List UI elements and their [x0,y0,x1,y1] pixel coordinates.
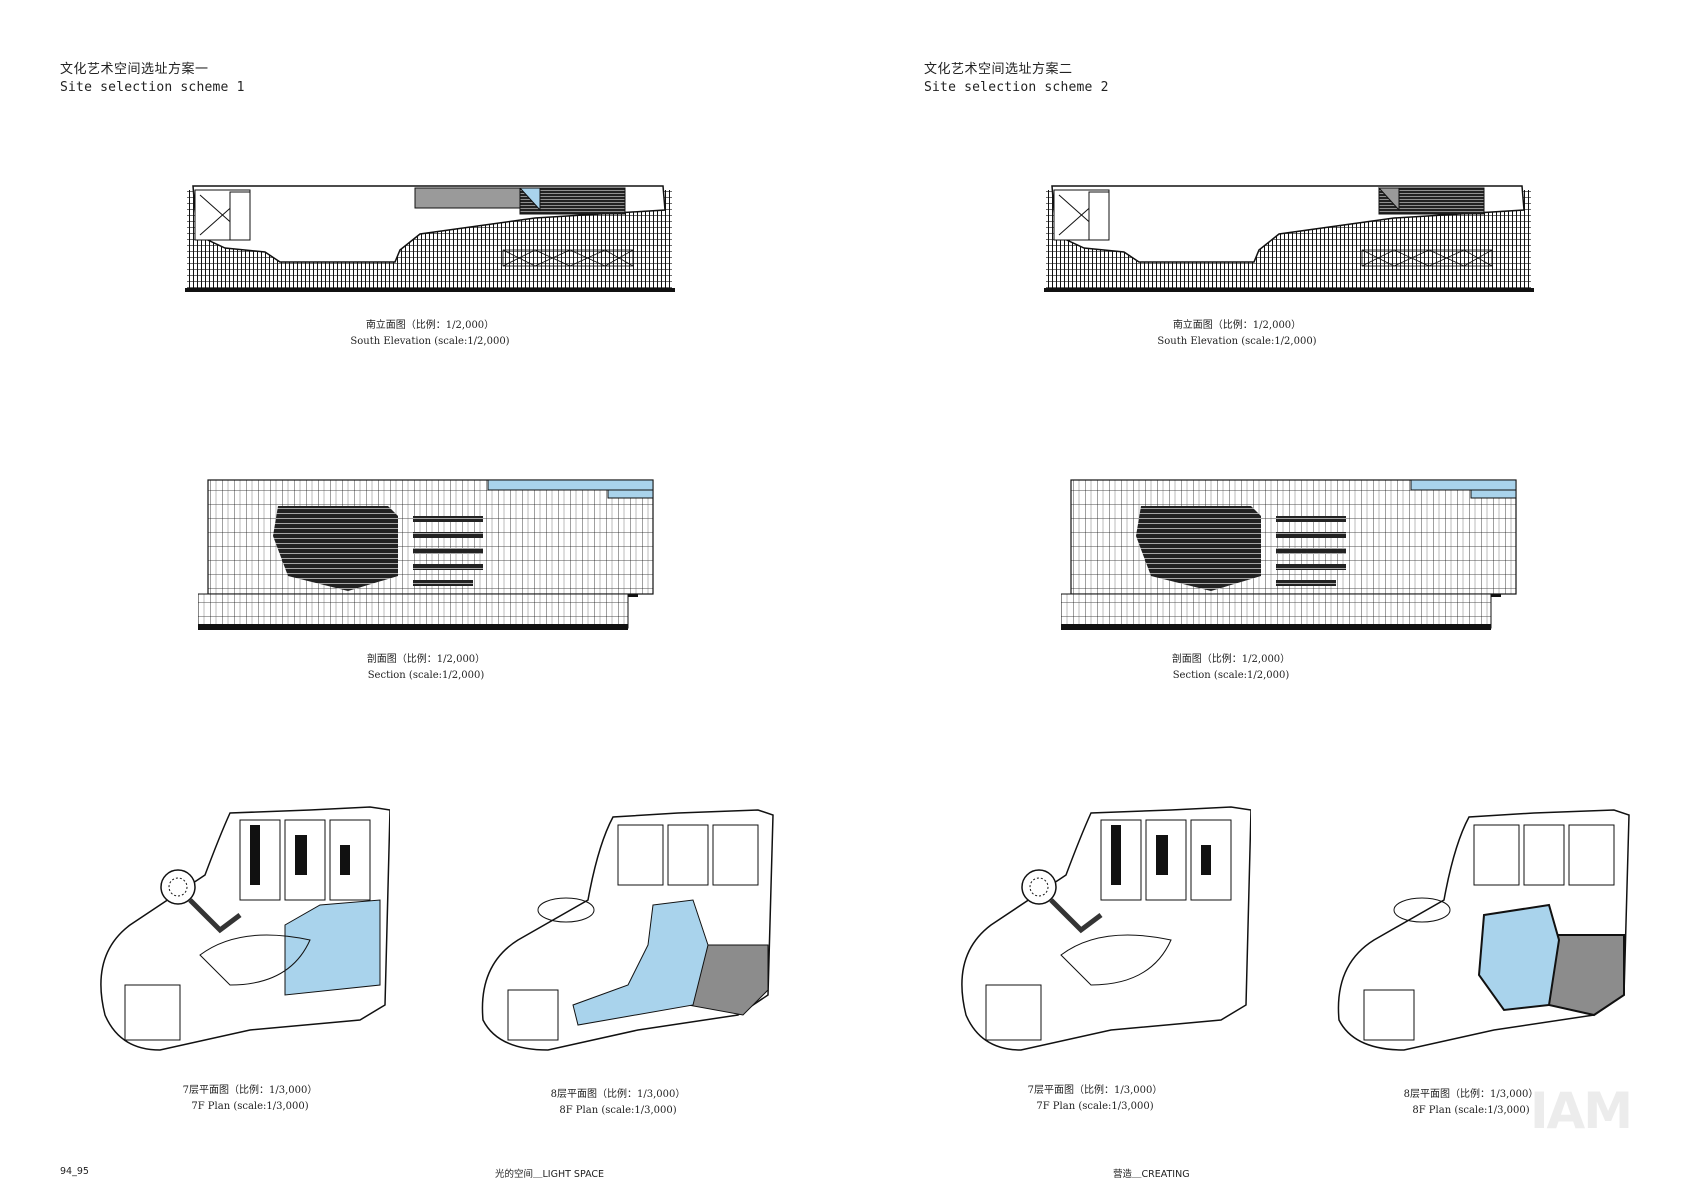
running-title-left: 光的空间＿LIGHT SPACE [495,1169,605,1180]
plan-8f-caption-en: 8F Plan (scale:1/3,000) [1412,1105,1530,1116]
elevation-caption: 南立面图（比例：1/2,000） South Elevation (scale:… [300,318,560,350]
section-caption-cn: 剖面图（比例：1/2,000） [1171,654,1291,665]
watermark-logo: IAM [1529,1082,1633,1140]
plan-7f-caption-cn: 7层平面图（比例：1/3,000） [1027,1085,1163,1096]
plan-7f-caption-cn: 7层平面图（比例：1/3,000） [182,1085,318,1096]
plan-8f-drawing [481,809,774,1051]
plan-8f-caption: 8层平面图（比例：1/3,000） 8F Plan (scale:1/3,000… [488,1087,748,1119]
section-drawing [198,479,654,630]
plan-8f-drawing [1337,809,1630,1051]
plan-8f-caption-cn: 8层平面图（比例：1/3,000） [1403,1089,1539,1100]
plan-8f-caption-en: 8F Plan (scale:1/3,000) [559,1105,677,1116]
scheme-title-en: Site selection scheme 2 [924,80,1109,95]
section-caption: 剖面图（比例：1/2,000） Section (scale:1/2,000) [296,652,556,684]
plan-8f-caption: 8层平面图（比例：1/3,000） 8F Plan (scale:1/3,000… [1341,1087,1601,1119]
section-caption-cn: 剖面图（比例：1/2,000） [366,654,486,665]
plan-7f-drawing [961,806,1251,1051]
section-drawing [1061,479,1517,630]
plan-7f-caption-en: 7F Plan (scale:1/3,000) [1036,1101,1154,1112]
south-elevation-drawing [185,185,675,292]
plan-7f-caption: 7层平面图（比例：1/3,000） 7F Plan (scale:1/3,000… [120,1083,380,1115]
elevation-caption: 南立面图（比例：1/2,000） South Elevation (scale:… [1107,318,1367,350]
elevation-caption-en: South Elevation (scale:1/2,000) [1157,336,1317,347]
scheme-title-en: Site selection scheme 1 [60,80,245,95]
elevation-caption-cn: 南立面图（比例：1/2,000） [1172,320,1302,331]
plan-7f-drawing [100,806,390,1051]
left-page: 文化艺术空间选址方案一 Site selection scheme 1 南立面图… [0,0,850,1200]
running-title-right: 营造＿CREATING [1113,1169,1190,1180]
section-caption-en: Section (scale:1/2,000) [1172,670,1290,681]
elevation-caption-en: South Elevation (scale:1/2,000) [350,336,510,347]
section-caption: 剖面图（比例：1/2,000） Section (scale:1/2,000) [1101,652,1361,684]
south-elevation-drawing [1044,185,1534,292]
page-number: 94_95 [60,1166,89,1177]
right-page: 文化艺术空间选址方案二 Site selection scheme 2 南立面图… [851,0,1701,1200]
plan-7f-caption: 7层平面图（比例：1/3,000） 7F Plan (scale:1/3,000… [965,1083,1225,1115]
scheme-title-cn: 文化艺术空间选址方案一 [60,62,209,77]
scheme-title-cn: 文化艺术空间选址方案二 [924,62,1073,77]
section-caption-en: Section (scale:1/2,000) [367,670,485,681]
plan-7f-caption-en: 7F Plan (scale:1/3,000) [191,1101,309,1112]
plan-8f-caption-cn: 8层平面图（比例：1/3,000） [550,1089,686,1100]
elevation-caption-cn: 南立面图（比例：1/2,000） [365,320,495,331]
